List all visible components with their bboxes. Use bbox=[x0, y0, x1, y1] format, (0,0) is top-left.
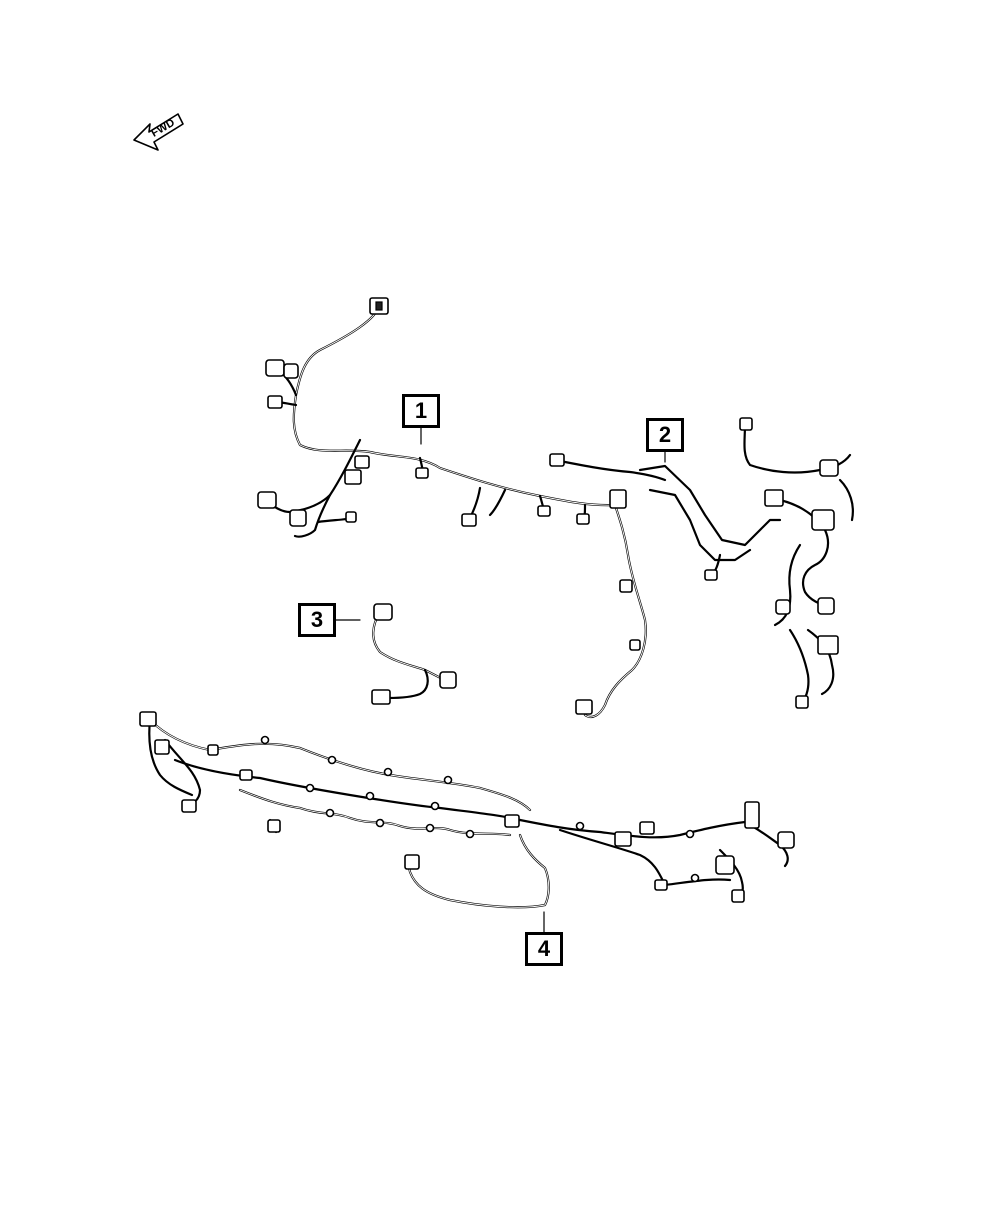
callout-4: 4 bbox=[525, 932, 563, 966]
callout-1: 1 bbox=[402, 394, 440, 428]
callout-2: 2 bbox=[646, 418, 684, 452]
callout-3: 3 bbox=[298, 603, 336, 637]
harness-3 bbox=[371, 603, 457, 705]
harness-2 bbox=[549, 417, 854, 719]
fwd-arrow-icon: FWD bbox=[133, 113, 184, 151]
leader-lines bbox=[335, 427, 666, 933]
harness-1 bbox=[257, 297, 617, 538]
harness-4 bbox=[139, 711, 795, 909]
